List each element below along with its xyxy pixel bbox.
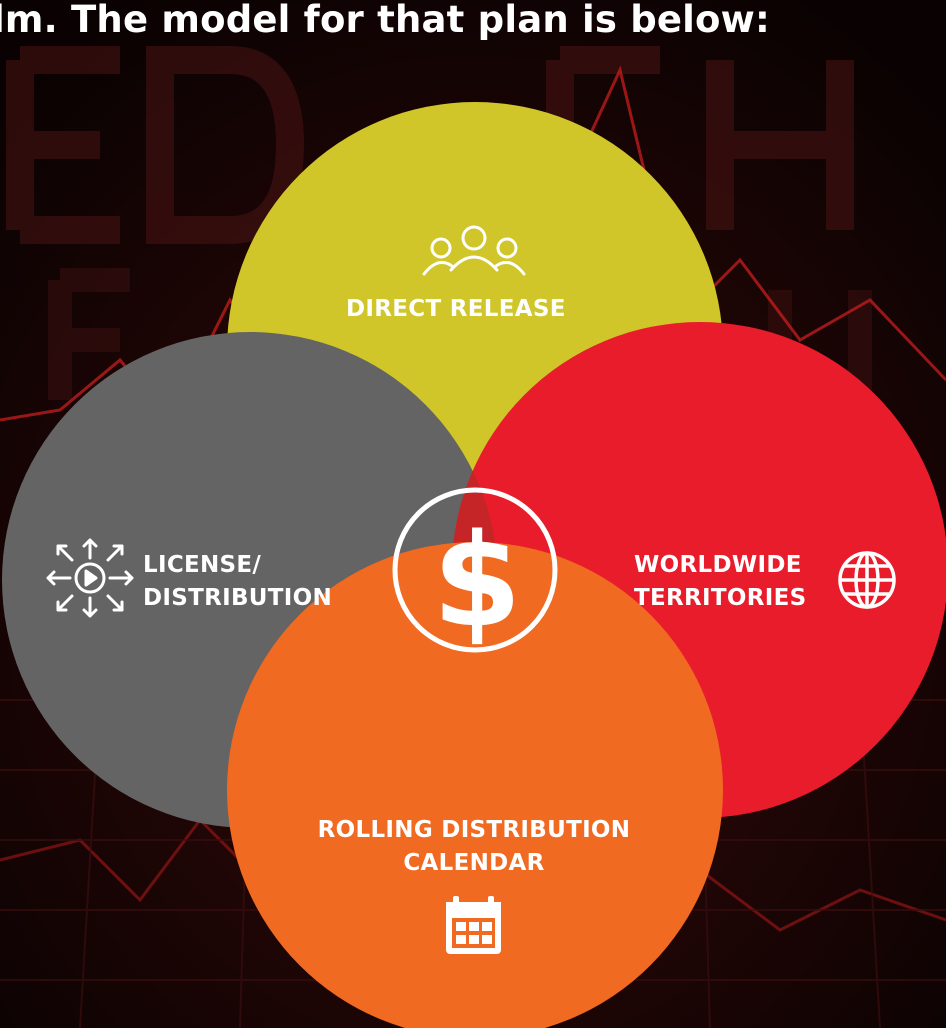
dollar-icon: $ [432, 507, 521, 656]
worldwide-territories-label: WORLDWIDE TERRITORIES [634, 549, 806, 615]
globe-icon [838, 551, 896, 609]
rolling-distribution-label: ROLLING DISTRIBUTION CALENDAR [296, 814, 652, 880]
rolling-distribution-circle [227, 542, 723, 1028]
license-distribution-label: LICENSE/ DISTRIBUTION [143, 549, 332, 615]
calendar-icon [446, 896, 501, 954]
play-broadcast-icon [46, 538, 134, 618]
center-ring [392, 487, 558, 653]
rolling-text-line-2: CALENDAR [403, 850, 545, 876]
direct-release-text: DIRECT RELEASE [346, 296, 566, 322]
worldwide-text-line-1: WORLDWIDE [634, 552, 802, 578]
direct-release-label: DIRECT RELEASE [346, 293, 566, 326]
page-heading: lm. The model for that plan is below: [0, 0, 771, 41]
people-group-icon [422, 225, 526, 276]
license-text-line-2: DISTRIBUTION [143, 585, 333, 611]
license-text-line-1: LICENSE/ [143, 552, 262, 578]
rolling-text-line-1: ROLLING DISTRIBUTION [317, 817, 631, 843]
worldwide-text-line-2: TERRITORIES [634, 585, 807, 611]
